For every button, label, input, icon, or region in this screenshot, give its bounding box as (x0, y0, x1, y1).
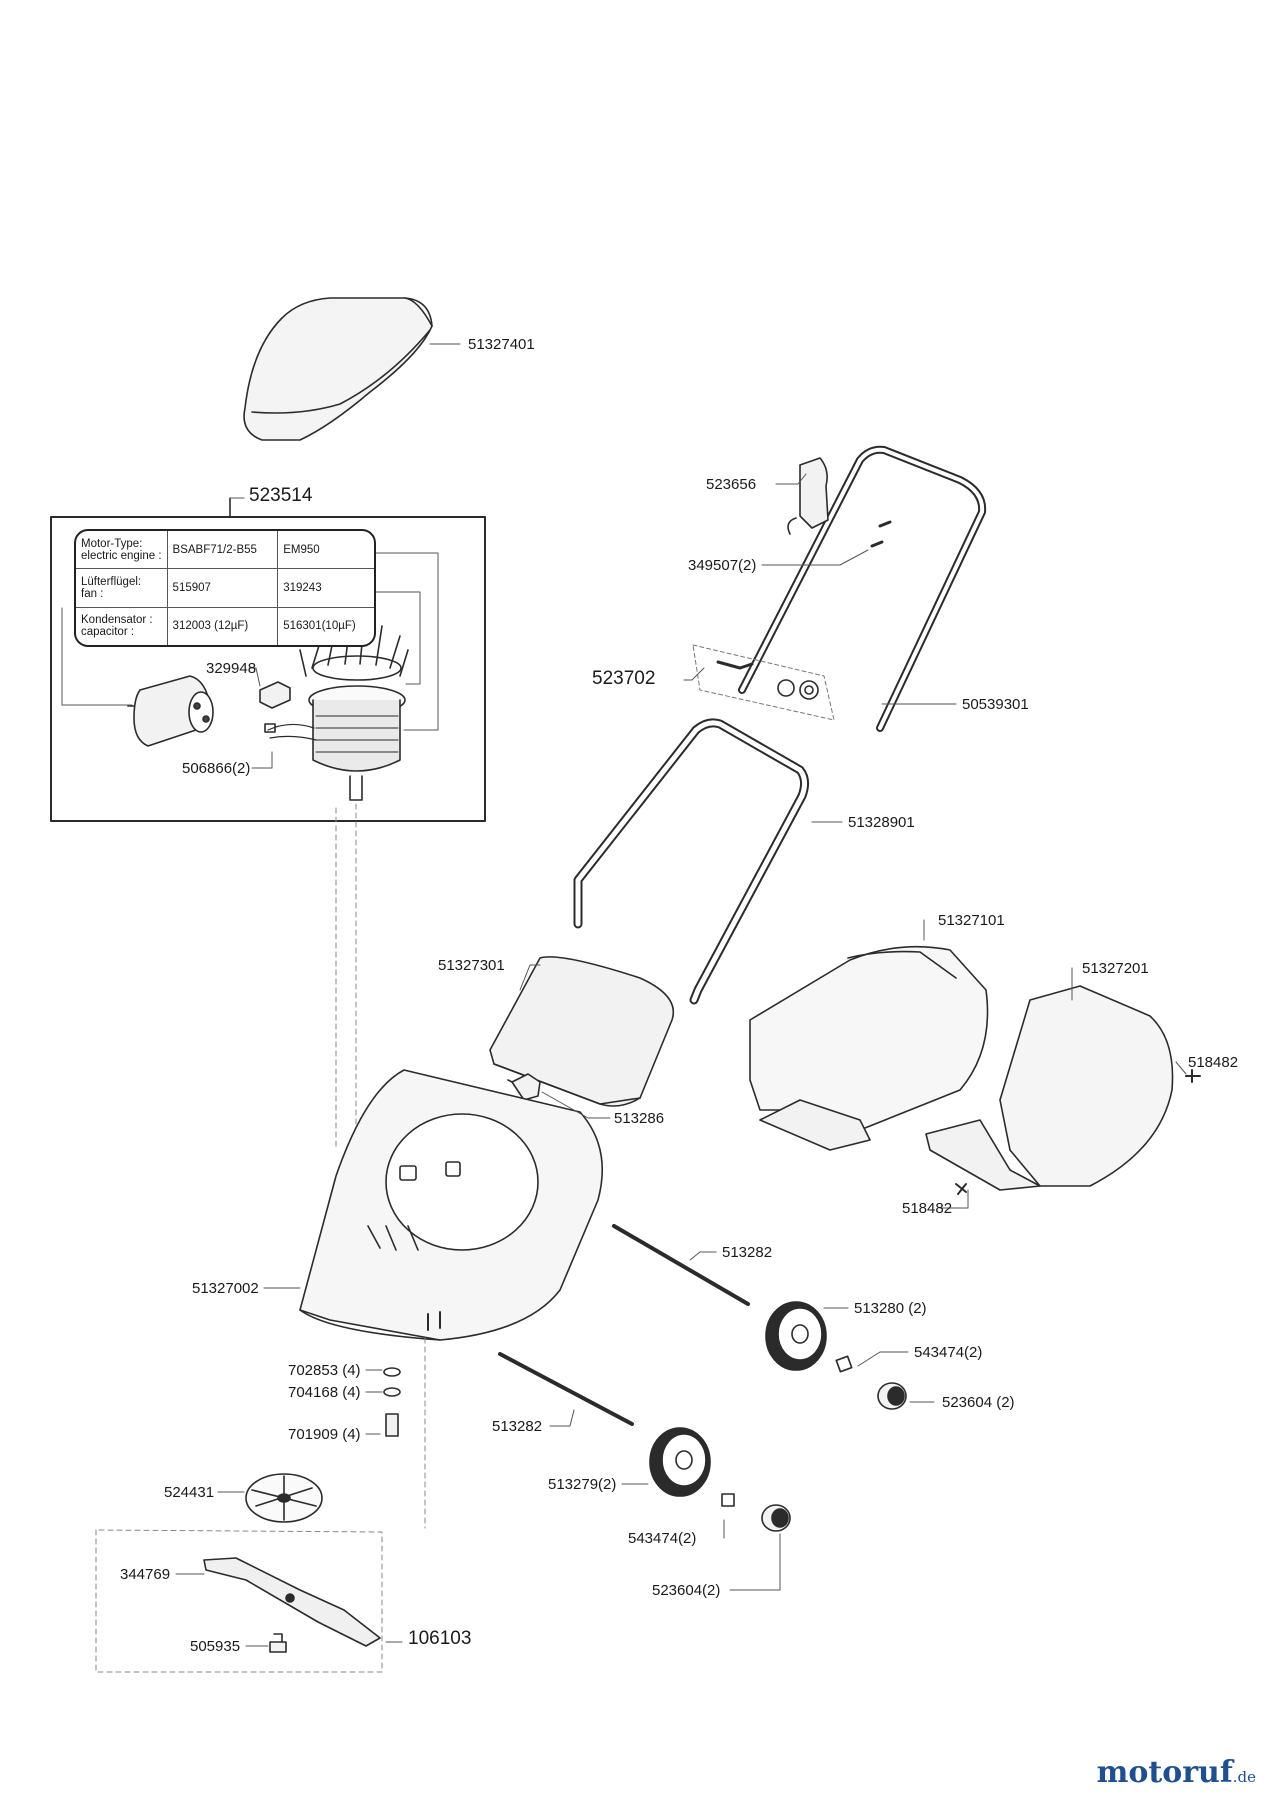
spec-label: Kondensator :capacitor : (76, 607, 168, 645)
callout-motor-assembly: 523514 (249, 485, 313, 506)
callout-blade-bolt: 505935 (190, 1638, 241, 1655)
callout-box-cover: 51327201 (1082, 960, 1149, 977)
lower-handle-part (573, 718, 810, 1005)
deck-fasteners-part (383, 1367, 401, 1437)
grassbox-cover-part (925, 985, 1174, 1191)
callout-lower-handle: 51328901 (848, 814, 915, 831)
front-axle-part (498, 1352, 634, 1426)
callout-box-lid: 51327301 (438, 957, 505, 974)
spec-value: BSABF71/2-B55 (167, 531, 279, 570)
motor-spec-table: Motor-Type:electric engine : BSABF71/2-B… (74, 529, 376, 647)
callout-screw-bottom: 518482 (902, 1200, 953, 1217)
callout-screw-right: 518482 (1188, 1054, 1239, 1071)
spec-value: 319243 (277, 568, 374, 608)
screws-349507-part (870, 520, 892, 548)
rear-wheel-cap-part (835, 1355, 853, 1373)
rear-hub-part (877, 1382, 907, 1410)
fan-part (245, 1473, 323, 1523)
callout-wheel-cap-rear: 543474(2) (914, 1344, 983, 1361)
grassbox-lid-part (243, 297, 433, 441)
motor-leaders (61, 552, 439, 769)
callout-fixing-set: 523702 (592, 668, 656, 689)
callout-wheel-cap-front: 543474(2) (628, 1530, 697, 1547)
callout-leaders (175, 343, 1187, 1647)
callout-axle-front: 513282 (492, 1418, 543, 1435)
rear-axle-part (612, 1224, 750, 1306)
rear-wheel-part (765, 1301, 827, 1371)
callout-axle-rear: 513282 (722, 1244, 773, 1261)
callout-upper-handle: 50539301 (962, 696, 1029, 713)
screws-518482-part (955, 1069, 1201, 1195)
callout-wheel-front: 513279(2) (548, 1476, 617, 1493)
callout-brush-holder: 329948 (206, 660, 257, 677)
callout-screw-701909: 701909 (4) (288, 1426, 361, 1443)
capacitor-part (127, 675, 214, 747)
front-hub-part (761, 1504, 791, 1532)
callout-blade-set: 106103 (408, 1628, 472, 1649)
electric-motor-part (264, 623, 409, 801)
front-wheel-cap-part (721, 1493, 735, 1507)
spec-value: EM950 (277, 531, 374, 570)
brush-holder-part (259, 681, 291, 709)
callout-fan: 524431 (164, 1484, 215, 1501)
upper-handle-part (738, 445, 987, 732)
callout-cable-clip: 523656 (706, 476, 757, 493)
spec-value: 312003 (12µF) (167, 607, 279, 645)
motor-assembly-frame (50, 497, 486, 822)
grassbox-frame-part (749, 945, 989, 1151)
callout-connectors: 506866(2) (182, 760, 251, 777)
callout-screws-349507: 349507(2) (688, 557, 757, 574)
callout-hub-front: 523604(2) (652, 1582, 721, 1599)
callout-washer-704168: 704168 (4) (288, 1384, 361, 1401)
spec-row-fan: Lüfterflügel:fan : 515907 319243 (76, 568, 374, 608)
spec-value: 515907 (167, 568, 279, 608)
callout-blade: 344769 (120, 1566, 171, 1583)
spec-row-motor: Motor-Type:electric engine : BSABF71/2-B… (76, 531, 374, 570)
callout-deck: 51327002 (192, 1280, 259, 1297)
callout-grassbox-lid: 51327401 (468, 336, 535, 353)
callout-wheel-rear: 513280 (2) (854, 1300, 927, 1317)
spec-row-capacitor: Kondensator :capacitor : 312003 (12µF) 5… (76, 607, 374, 645)
blade-part (203, 1557, 381, 1647)
spec-label: Lüfterflügel:fan : (76, 568, 168, 608)
spec-label: Motor-Type:electric engine : (76, 531, 168, 570)
motoruf-logo: motoruf.de (1096, 1755, 1256, 1790)
front-wheel-part (649, 1427, 711, 1497)
callout-washer-702853: 702853 (4) (288, 1362, 361, 1379)
latch-part (511, 1073, 541, 1101)
callout-hub-rear: 523604 (2) (942, 1394, 1015, 1411)
mower-deck-part (299, 1069, 604, 1341)
spec-value: 516301(10µF) (283, 620, 356, 633)
callout-box-frame: 51327101 (938, 912, 1005, 929)
blade-bolt-part (269, 1633, 287, 1653)
cable-clip-part (787, 457, 829, 535)
callout-latch: 513286 (614, 1110, 665, 1127)
